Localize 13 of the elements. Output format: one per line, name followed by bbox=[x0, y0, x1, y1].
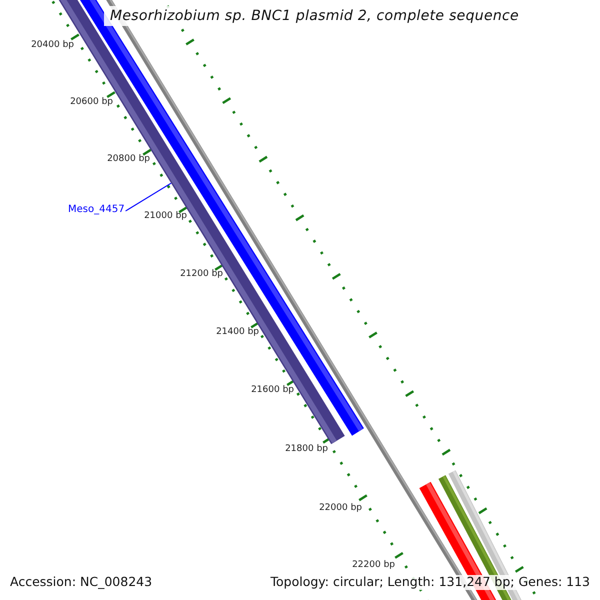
tick-label: 22000 bp bbox=[318, 504, 362, 513]
accession-text: Accession: NC_008243 bbox=[8, 575, 154, 590]
tick-label: 20800 bp bbox=[106, 155, 150, 164]
tick-label: 21200 bp bbox=[179, 270, 223, 279]
tick-label: 22200 bp bbox=[351, 561, 395, 570]
map-summary-text: Topology: circular; Length: 131,247 bp; Genes: 113 bbox=[268, 575, 592, 590]
tick-label: 21600 bp bbox=[250, 386, 294, 395]
tick-label: 20400 bp bbox=[30, 41, 74, 50]
tick-label: 21800 bp bbox=[284, 445, 328, 454]
tick-label: 21400 bp bbox=[215, 328, 259, 337]
tick-label: 20600 bp bbox=[69, 98, 113, 107]
leader-line bbox=[125, 182, 172, 212]
tick-label: 21000 bp bbox=[143, 212, 187, 221]
